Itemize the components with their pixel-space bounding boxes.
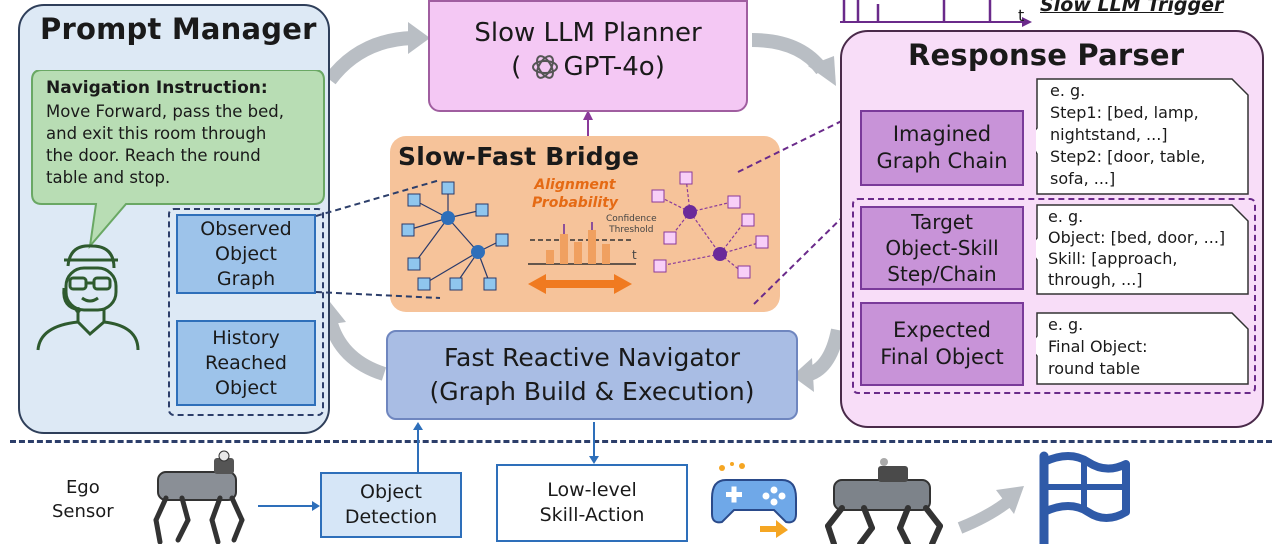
example-line: Final Object: xyxy=(1048,337,1148,356)
trigger-label: Slow LLM Trigger xyxy=(1040,0,1224,16)
example-line: round table xyxy=(1048,359,1141,378)
goal-flag-icon xyxy=(1039,451,1130,544)
example-line: Object: [bed, door, ...] xyxy=(1048,228,1226,247)
prompt-manager-title: Prompt Manager xyxy=(40,12,317,46)
bridge-axis-label: t xyxy=(632,248,637,262)
instruction-line: and exit this room through xyxy=(46,124,267,143)
fast-reactive-navigator-box: Fast Reactive Navigator (Graph Build & E… xyxy=(386,330,798,420)
target-line: Object-Skill xyxy=(885,236,999,260)
example-line: sofa, ...] xyxy=(1050,169,1116,188)
section-divider xyxy=(10,440,1272,443)
imagined-graph-chain-box: Imagined Graph Chain xyxy=(860,110,1024,186)
ego-line: Sensor xyxy=(52,501,114,522)
low-level-skill-action-box: Low-level Skill-Action xyxy=(496,464,688,542)
example-line: Step2: [door, table, xyxy=(1050,147,1206,166)
confidence-line: Confidence xyxy=(606,214,657,224)
instruction-line: Move Forward, pass the bed, xyxy=(46,102,285,121)
imagined-line: Graph Chain xyxy=(876,149,1008,173)
skill-line: Skill-Action xyxy=(539,504,645,526)
alignment-probability-label: Alignment Probability xyxy=(520,176,630,212)
gamepad-icon xyxy=(711,462,797,538)
object-detection-box: Object Detection xyxy=(320,472,462,538)
detection-line: Detection xyxy=(344,506,438,528)
alignment-line: Probability xyxy=(531,195,619,211)
navigator-line: Fast Reactive Navigator xyxy=(443,343,741,372)
confidence-threshold-label: Confidence Threshold xyxy=(606,214,657,236)
bridge-title: Slow-Fast Bridge xyxy=(398,142,640,171)
example-line: nightstand, ...] xyxy=(1050,125,1168,144)
robot-dog-moving-icon xyxy=(825,458,943,544)
observed-line: Graph xyxy=(216,267,276,290)
observed-graph-illustration xyxy=(401,181,509,291)
navigator-line: (Graph Build & Execution) xyxy=(429,377,755,406)
planner-model: ( GPT-4o) xyxy=(511,52,665,82)
target-line: Step/Chain xyxy=(887,262,997,286)
speech-bubble xyxy=(31,70,325,250)
example-line: Skill: [approach, xyxy=(1048,249,1178,268)
history-line: Object xyxy=(215,376,277,399)
expected-line: Final Object xyxy=(880,345,1004,369)
bottom-arrows xyxy=(258,422,1024,534)
expected-final-object-box: Expected Final Object xyxy=(860,302,1024,386)
ego-line: Ego xyxy=(65,477,100,498)
target-example-note xyxy=(1036,204,1249,295)
openai-logo-icon xyxy=(531,55,558,79)
trigger-timeline xyxy=(840,0,1032,27)
target-line: Target xyxy=(911,210,973,234)
example-line: through, ...] xyxy=(1048,270,1143,289)
expected-example-text: e. g. Final Object: round table xyxy=(1048,314,1147,380)
target-object-skill-box: Target Object-Skill Step/Chain xyxy=(860,206,1024,290)
history-line: Reached xyxy=(205,351,287,374)
planner-title: Slow LLM Planner xyxy=(474,18,702,48)
imagined-graph-illustration xyxy=(651,171,769,279)
example-line: e. g. xyxy=(1048,315,1084,334)
ego-sensor-label: Ego Sensor xyxy=(52,476,114,524)
imagined-example-note xyxy=(1036,78,1249,195)
instruction-text: Move Forward, pass the bed, and exit thi… xyxy=(46,101,284,189)
imagined-line: Imagined xyxy=(892,122,992,146)
skill-line: Low-level xyxy=(547,479,637,501)
instruction-line: the door. Reach the round xyxy=(46,146,261,165)
instruction-line: table and stop. xyxy=(46,168,171,187)
example-line: e. g. xyxy=(1050,81,1086,100)
trigger-axis-label: t xyxy=(1018,6,1025,25)
alignment-line: Alignment xyxy=(534,177,616,193)
expected-example-note xyxy=(1036,312,1249,385)
alignment-histogram xyxy=(528,222,636,294)
expected-line: Expected xyxy=(893,318,991,342)
response-parser-title: Response Parser xyxy=(908,38,1185,72)
observed-line: Observed xyxy=(200,217,292,240)
target-expected-group xyxy=(852,198,1256,394)
target-example-text: e. g. Object: [bed, door, ...] Skill: [a… xyxy=(1048,206,1225,290)
history-line: History xyxy=(212,326,280,349)
user-avatar-icon xyxy=(36,244,140,351)
confidence-line: Threshold xyxy=(609,225,654,235)
graph-history-group xyxy=(168,208,324,416)
robot-dog-icon xyxy=(153,450,245,544)
history-reached-object-box: History Reached Object xyxy=(176,320,316,406)
planner-model-name: GPT-4o xyxy=(563,52,655,82)
observed-object-graph-box: Observed Object Graph xyxy=(176,214,316,294)
detection-line: Object xyxy=(360,481,422,503)
example-line: Step1: [bed, lamp, xyxy=(1050,103,1199,122)
imagined-example-text: e. g. Step1: [bed, lamp, nightstand, ...… xyxy=(1050,80,1205,190)
flow-arrows xyxy=(318,22,845,392)
slow-llm-planner-box xyxy=(428,0,748,112)
example-line: e. g. xyxy=(1048,207,1084,226)
instruction-title: Navigation Instruction: xyxy=(46,78,268,98)
observed-line: Object xyxy=(215,242,277,265)
